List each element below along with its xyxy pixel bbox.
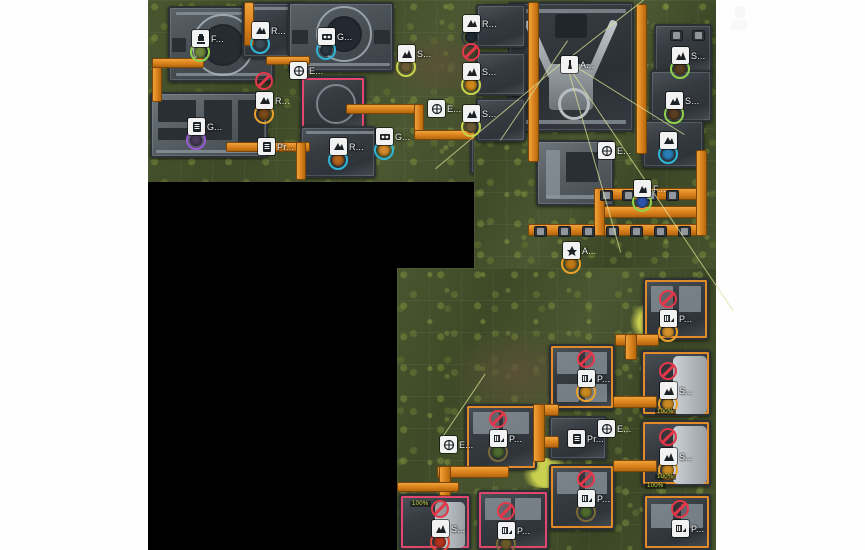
resource-swatch [636, 196, 648, 208]
conveyor-belt[interactable] [296, 142, 306, 180]
power-off-icon [462, 43, 480, 61]
resource-swatch [674, 63, 686, 75]
building-packager[interactable] [477, 490, 549, 550]
conveyor-belt[interactable] [152, 58, 204, 68]
conveyor-belt[interactable] [696, 150, 707, 236]
power-off-icon [659, 290, 677, 308]
belt-item-slot [630, 226, 643, 237]
resource-swatch [662, 398, 674, 410]
power-off-icon [497, 502, 515, 520]
conveyor-belt[interactable] [533, 404, 545, 462]
unrendered-region-lower [148, 268, 397, 550]
building-nameplate: 100% [410, 501, 431, 507]
resource-swatch [400, 61, 412, 73]
building-assembler[interactable] [300, 76, 366, 130]
belt-item-slot [692, 30, 705, 41]
building-nameplate: 100% [655, 409, 676, 415]
belt-item-slot [670, 30, 683, 41]
resource-swatch [492, 446, 504, 458]
power-off-icon [659, 362, 677, 380]
power-off-icon [577, 470, 595, 488]
resource-swatch [320, 44, 332, 56]
conveyor-belt[interactable] [397, 482, 459, 492]
resource-swatch [662, 148, 674, 160]
resource-swatch [580, 506, 592, 518]
render-artifact [731, 20, 747, 30]
building-assembler[interactable] [476, 4, 526, 48]
building-storage[interactable] [150, 92, 268, 158]
power-off-icon [431, 500, 449, 518]
resource-swatch [434, 536, 446, 548]
building-nameplate: 100% [645, 483, 666, 489]
belt-item-slot [534, 226, 547, 237]
conveyor-belt[interactable] [636, 4, 647, 154]
building-nameplate: 100% [655, 474, 676, 480]
building-smelter[interactable] [476, 52, 526, 96]
resource-swatch [378, 144, 390, 156]
conveyor-belt[interactable] [594, 188, 605, 236]
resource-swatch [465, 121, 477, 133]
resource-swatch [258, 108, 270, 120]
render-artifact [735, 6, 745, 18]
conveyor-belt[interactable] [613, 460, 657, 472]
resource-swatch [194, 46, 206, 58]
conveyor-belt[interactable] [266, 56, 310, 65]
power-off-icon [671, 500, 689, 518]
belt-item-slot [558, 226, 571, 237]
power-off-icon [577, 350, 595, 368]
conveyor-belt[interactable] [613, 396, 657, 408]
belt-item-slot [666, 190, 679, 201]
resource-swatch [254, 38, 266, 50]
belt-item-slot [654, 226, 667, 237]
belt-item-slot [582, 226, 595, 237]
conveyor-belt[interactable] [625, 334, 637, 360]
resource-swatch [190, 134, 202, 146]
resource-swatch [662, 464, 674, 476]
resource-swatch [332, 154, 344, 166]
power-off-icon [659, 428, 677, 446]
resource-swatch [565, 258, 577, 270]
resource-swatch [465, 31, 477, 43]
building-smelter[interactable] [476, 98, 526, 142]
resource-swatch [500, 538, 512, 550]
resource-swatch [580, 386, 592, 398]
resource-swatch [668, 108, 680, 120]
power-off-icon [489, 410, 507, 428]
resource-swatch [662, 326, 674, 338]
resource-swatch [465, 79, 477, 91]
conveyor-belt[interactable] [437, 466, 509, 478]
unrendered-region-upper [148, 182, 474, 268]
power-off-icon [255, 72, 273, 90]
